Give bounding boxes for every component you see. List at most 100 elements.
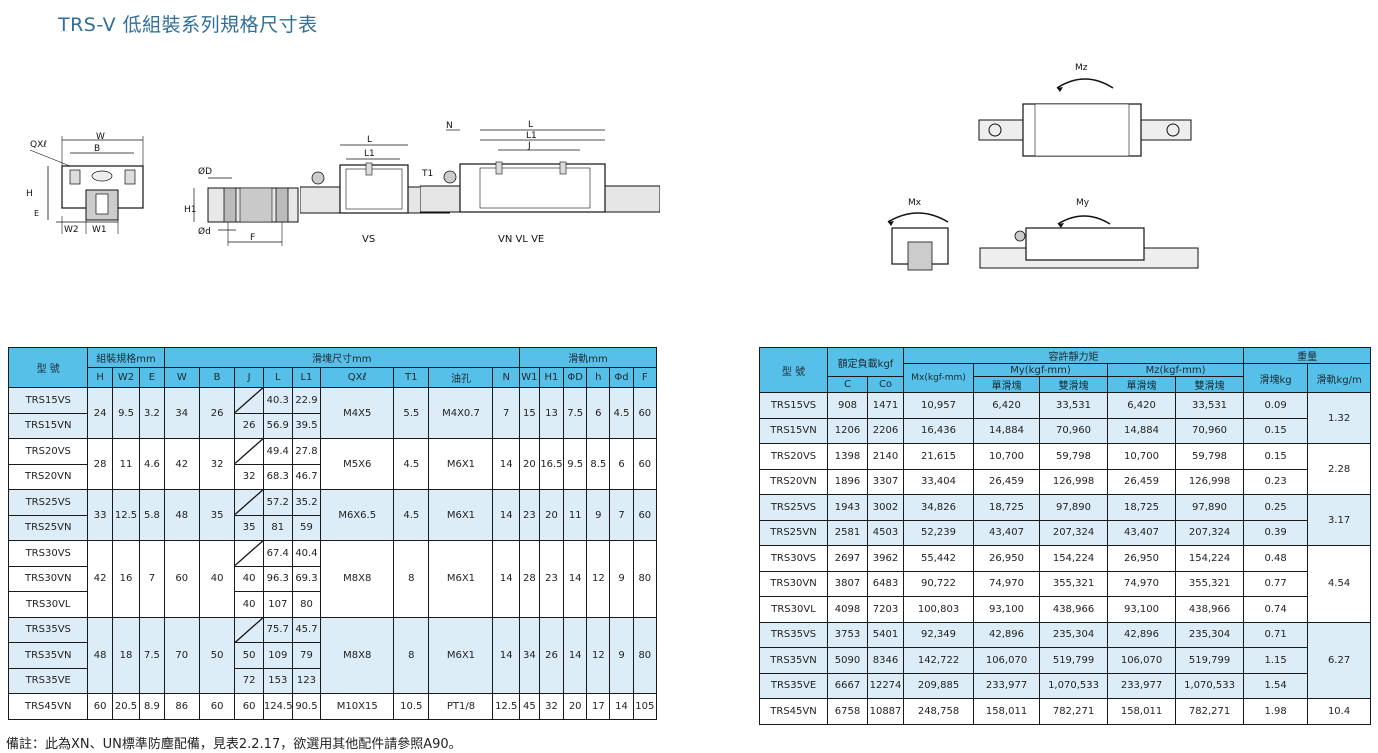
dim-h-label: H	[26, 189, 33, 199]
value-cell: 59,798	[1175, 443, 1245, 470]
model-cell: TRS30VN	[759, 570, 828, 597]
spec-cell: 5.5	[393, 387, 430, 439]
value-cell: 21,615	[903, 443, 975, 470]
j-cell	[234, 387, 264, 414]
value-cell: 1943	[827, 494, 868, 521]
model-cell: TRS15VN	[7, 412, 89, 439]
value-cell: 0.25	[1243, 494, 1309, 521]
model-cell: TRS25VN	[7, 514, 89, 541]
col-header: h	[586, 367, 611, 388]
spec-cell: 48	[87, 616, 113, 694]
spec-cell: 7	[609, 489, 634, 541]
spec-cell: 60	[632, 438, 658, 490]
spec-cell: 12	[586, 616, 611, 694]
l1-cell: 46.7	[291, 463, 322, 490]
moment-mx-diagram: Mx	[887, 198, 949, 271]
spec-cell: 8.9	[139, 693, 165, 720]
value-cell: 0.15	[1243, 417, 1309, 444]
value-cell: 3307	[866, 468, 905, 495]
mx-header: Mx(kgf-mm)	[903, 363, 975, 393]
spec-cell: 20	[518, 438, 540, 490]
l-cell: 109	[262, 642, 293, 669]
dim-n-label: N	[446, 121, 453, 131]
spec-cell: 34	[518, 616, 540, 694]
col-header: J	[234, 367, 264, 388]
spec-cell: 80	[632, 540, 658, 618]
l-cell: 56.9	[262, 412, 293, 439]
value-cell: 74,970	[1107, 570, 1177, 597]
l1-cell: 59	[291, 514, 322, 541]
value-cell: 438,966	[1175, 596, 1245, 623]
model-cell: TRS20VN	[7, 463, 89, 490]
spec-cell: 60	[198, 693, 236, 720]
model-cell: TRS25VS	[7, 489, 89, 516]
spec-cell: 42	[87, 540, 113, 618]
spec-cell: 42	[163, 438, 200, 490]
value-cell: 93,100	[1107, 596, 1177, 623]
col-header: Φd	[609, 367, 634, 388]
not-applicable-slash	[235, 490, 263, 515]
spec-cell: 11	[111, 438, 141, 490]
spec-cell: 23	[538, 540, 565, 618]
mz-single-header: 單滑塊	[1107, 376, 1177, 393]
spec-cell: M6X1	[428, 616, 494, 694]
j-cell	[234, 438, 264, 465]
value-cell: 1896	[827, 468, 868, 495]
spec-cell: 13	[538, 387, 565, 439]
value-cell: 355,321	[1175, 570, 1245, 597]
col-header: W	[163, 367, 200, 388]
value-cell: 18,725	[1107, 494, 1177, 521]
value-cell: 14,884	[973, 417, 1041, 444]
spec-cell: 4.5	[609, 387, 634, 439]
l-cell: 81	[262, 514, 293, 541]
col-header: H	[87, 367, 113, 388]
l-cell: 67.4	[262, 540, 293, 567]
model-cell: TRS35VS	[759, 621, 828, 648]
spec-cell: 80	[632, 616, 658, 694]
col-header: E	[139, 367, 165, 388]
spec-cell: 60	[632, 387, 658, 439]
col-header: L1	[291, 367, 322, 388]
value-cell: 10,957	[903, 392, 975, 419]
spec-cell: 3.2	[139, 387, 165, 439]
j-cell	[234, 489, 264, 516]
mz-header: Mz(kgf-mm)	[1107, 363, 1245, 377]
l1-cell: 69.3	[291, 565, 322, 592]
spec-cell: M4X0.7	[428, 387, 494, 439]
value-cell: 3753	[827, 621, 868, 648]
model-cell: TRS45VN	[759, 698, 828, 725]
dim-w2-label: W2	[64, 225, 79, 235]
spec-cell: M10X15	[320, 693, 395, 720]
spec-cell: 33	[87, 489, 113, 541]
j-cell: 40	[234, 591, 264, 618]
value-cell: 33,531	[1175, 392, 1245, 419]
spec-cell: 14	[492, 438, 520, 490]
l-cell: 68.3	[262, 463, 293, 490]
l-cell: 75.7	[262, 616, 293, 643]
value-cell: 5401	[866, 621, 905, 648]
spec-cell: 20	[538, 489, 565, 541]
col-header: W2	[111, 367, 141, 388]
l1-cell: 90.5	[291, 693, 322, 720]
spec-cell: 23	[518, 489, 540, 541]
j-cell: 35	[234, 514, 264, 541]
spec-cell: 60	[87, 693, 113, 720]
value-cell: 97,890	[1039, 494, 1109, 521]
value-cell: 6,420	[973, 392, 1041, 419]
l1-cell: 45.7	[291, 616, 322, 643]
spec-cell: 86	[163, 693, 200, 720]
model-cell: TRS15VS	[7, 387, 89, 414]
value-cell: 782,271	[1175, 698, 1245, 725]
spec-cell: 8.5	[586, 438, 611, 490]
l1-cell: 40.4	[291, 540, 322, 567]
spec-cell: 28	[518, 540, 540, 618]
value-cell: 158,011	[1107, 698, 1177, 725]
spec-cell: 50	[198, 616, 236, 694]
page-title: TRS-V 低組裝系列規格尺寸表	[58, 14, 318, 36]
